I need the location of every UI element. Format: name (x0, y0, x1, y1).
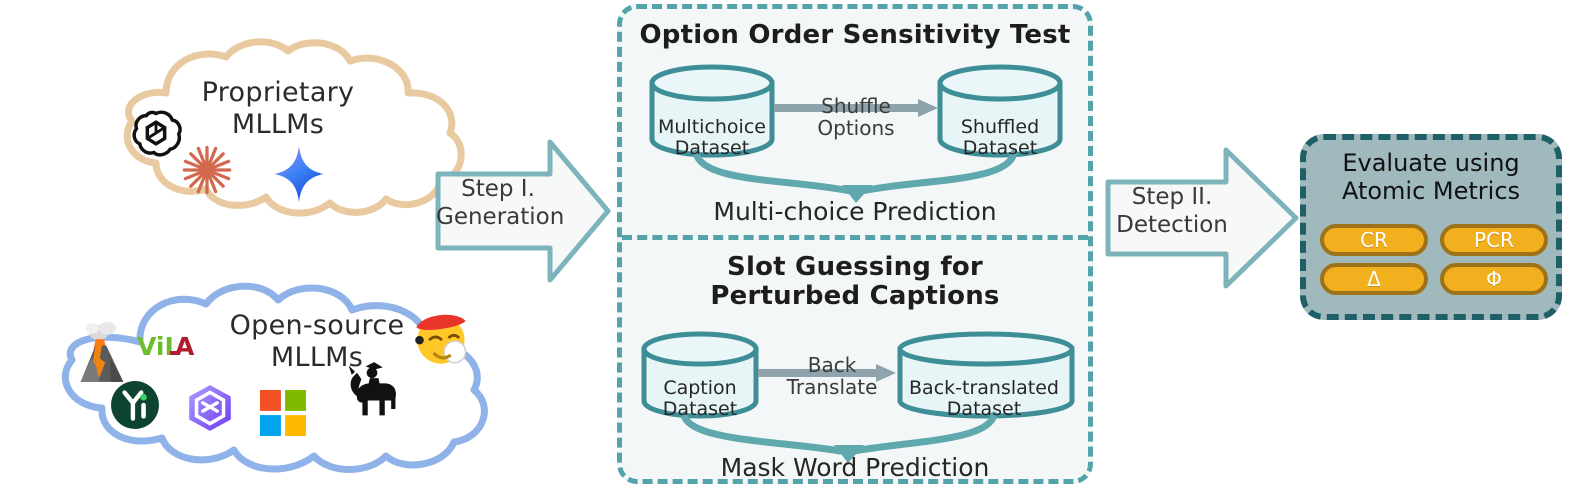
vila-logo-icon: ViL A (137, 330, 201, 368)
svg-text:ViL: ViL (137, 332, 180, 361)
outcome-1-label: Multi-choice Prediction (713, 197, 997, 226)
metric-delta[interactable]: Δ (1320, 263, 1428, 295)
yi-logo-icon (110, 380, 160, 434)
transform-1-label: Shuffle Options (817, 94, 895, 141)
metric-cr[interactable]: CR (1320, 224, 1428, 256)
atomic-metrics-panel: Evaluate using Atomic Metrics CR PCR Δ Φ (1300, 134, 1562, 320)
openai-logo-icon (130, 107, 182, 163)
back-translate-arrow (758, 364, 896, 382)
section-1-graphics (649, 64, 1063, 203)
step-2-arrow: Step II. Detection (1102, 142, 1302, 294)
center-panel: Option Order Sensitivity Test (617, 4, 1093, 484)
metrics-grid: CR PCR Δ Φ (1320, 224, 1548, 295)
internvl-logo-icon (184, 382, 236, 438)
section-2-title: Slot Guessing for Perturbed Captions (710, 252, 1000, 312)
transform-2-label: Back Translate (786, 353, 878, 400)
outcome-2-label: Mask Word Prediction (720, 453, 990, 482)
qwen-face-icon (412, 308, 472, 372)
converge-arrows (692, 149, 1018, 195)
microsoft-logo-icon (260, 390, 306, 440)
converge-arrowhead (842, 185, 872, 203)
dataset-source-2-label: Caption Dataset (662, 377, 738, 421)
cylinder-multichoice (649, 64, 775, 158)
metric-pcr[interactable]: PCR (1440, 224, 1548, 256)
step-1-arrow: Step I. Generation (432, 132, 614, 290)
claude-starburst-icon (180, 143, 234, 201)
proprietary-mllms-cloud: Proprietary MLLMs (58, 35, 488, 220)
dataset-target-2-label: Back-translated Dataset (909, 377, 1059, 421)
proprietary-cloud-label: Proprietary MLLMs (201, 77, 355, 140)
atomic-metrics-title: Evaluate using Atomic Metrics (1341, 149, 1521, 205)
metric-phi[interactable]: Φ (1440, 263, 1548, 295)
dataset-source-1-label: Multichoice Dataset (658, 116, 766, 160)
step-2-label: Step II. Detection (1116, 184, 1228, 238)
converge-arrows-2 (680, 411, 998, 455)
cylinder-shuffled (937, 64, 1063, 158)
mplug-owl-llama-icon (342, 360, 402, 430)
open-source-mllms-cloud: Open-source MLLMs ViL A (12, 280, 532, 480)
dataset-target-1-label: Shuffled Dataset (960, 116, 1040, 160)
volcano-llava-icon (74, 322, 130, 388)
svg-text:A: A (175, 332, 195, 361)
gemini-sparkle-icon (273, 145, 325, 207)
cylinder-back-translated (897, 331, 1075, 419)
step-1-label: Step I. Generation (436, 176, 565, 230)
cloud-outline-opensource (61, 282, 488, 473)
open-source-cloud-label: Open-source MLLMs (229, 310, 405, 373)
section-1-title: Option Order Sensitivity Test (639, 20, 1071, 50)
panel-divider (622, 235, 1088, 240)
section-2-graphics (641, 331, 1075, 463)
converge-arrowhead-2 (834, 445, 864, 463)
shuffle-arrow (774, 99, 938, 117)
cylinder-caption (641, 331, 759, 419)
